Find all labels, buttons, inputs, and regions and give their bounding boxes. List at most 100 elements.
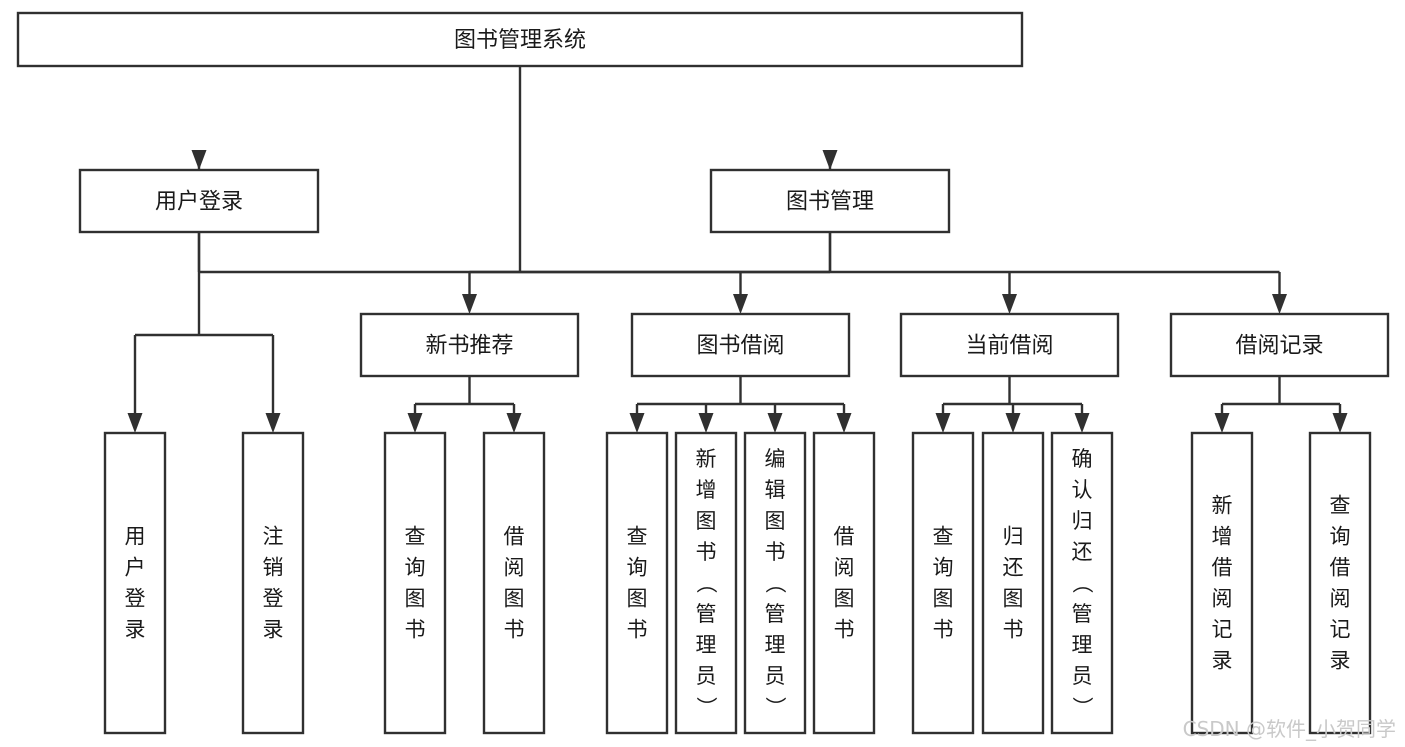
svg-text:新: 新 xyxy=(696,447,717,471)
svg-text:查: 查 xyxy=(405,525,426,549)
node-box-leaf-8[interactable] xyxy=(812,431,876,735)
node-box-records[interactable] xyxy=(1169,312,1390,378)
node-box-login[interactable] xyxy=(78,168,320,234)
node-bookmgmt[interactable]: 图书管理 xyxy=(709,168,951,234)
node-label-borrow: 图书借阅 xyxy=(696,334,784,359)
node-box-leaf-7[interactable] xyxy=(743,431,807,735)
svg-text:查: 查 xyxy=(933,525,954,549)
connector-bus-bookmgmt xyxy=(462,232,1287,314)
node-box-root[interactable] xyxy=(16,11,1024,68)
node-borrow[interactable]: 图书借阅 xyxy=(630,312,851,378)
csdn-watermark: CSDN @软件_小贺同学 xyxy=(1183,717,1396,741)
svg-text:图: 图 xyxy=(504,587,525,611)
arrow-head-icon xyxy=(462,294,477,314)
svg-text:增: 增 xyxy=(696,478,717,502)
node-root[interactable]: 图书管理系统 xyxy=(16,11,1024,68)
arrow-head-icon xyxy=(629,413,645,433)
node-box-leaf-4[interactable] xyxy=(482,431,546,735)
svg-text:查: 查 xyxy=(1330,494,1351,518)
arrow-head-icon xyxy=(767,413,783,433)
svg-text:（: （ xyxy=(694,573,718,594)
node-box-newbook[interactable] xyxy=(359,312,580,378)
svg-text:辑: 辑 xyxy=(765,478,786,502)
connector-layer xyxy=(127,66,1348,433)
connector-bus-current xyxy=(935,376,1090,433)
svg-text:（: （ xyxy=(763,573,787,594)
svg-text:新: 新 xyxy=(1212,494,1233,518)
node-box-bookmgmt[interactable] xyxy=(709,168,951,234)
svg-text:录: 录 xyxy=(1330,649,1351,673)
svg-text:登: 登 xyxy=(125,587,146,611)
svg-text:认: 认 xyxy=(1072,478,1093,502)
node-box-borrow[interactable] xyxy=(630,312,851,378)
node-box-leaf-2[interactable] xyxy=(241,431,305,735)
node-box-leaf-9[interactable] xyxy=(911,431,975,735)
svg-text:还: 还 xyxy=(1072,540,1093,564)
svg-text:记: 记 xyxy=(1330,618,1351,642)
node-box-leaf-11[interactable] xyxy=(1050,431,1114,735)
arrow-head-icon xyxy=(1005,413,1021,433)
svg-text:录: 录 xyxy=(1212,649,1233,673)
svg-text:员: 员 xyxy=(696,664,717,688)
connector-bus-login xyxy=(127,232,281,433)
svg-text:图: 图 xyxy=(405,587,426,611)
node-label-current: 当前借阅 xyxy=(965,334,1053,359)
svg-text:用: 用 xyxy=(125,525,146,549)
node-box-leaf-12[interactable] xyxy=(1190,431,1254,735)
node-box-leaf-13[interactable] xyxy=(1308,431,1372,735)
node-label-newbook: 新书推荐 xyxy=(425,334,513,359)
arrow-head-icon xyxy=(265,413,281,433)
svg-text:理: 理 xyxy=(696,633,717,657)
node-box-current[interactable] xyxy=(899,312,1120,378)
node-box-leaf-6[interactable] xyxy=(674,431,738,735)
arrow-head-icon xyxy=(1214,413,1230,433)
node-current[interactable]: 当前借阅 xyxy=(899,312,1120,378)
node-box-leaf-5[interactable] xyxy=(605,431,669,735)
node-box-leaf-1[interactable] xyxy=(103,431,167,735)
node-login[interactable]: 用户登录 xyxy=(78,168,320,234)
svg-text:理: 理 xyxy=(765,633,786,657)
svg-text:书: 书 xyxy=(933,618,954,642)
svg-text:书: 书 xyxy=(834,618,855,642)
svg-text:询: 询 xyxy=(933,556,954,580)
svg-text:借: 借 xyxy=(504,525,525,549)
svg-text:阅: 阅 xyxy=(834,556,855,580)
svg-text:员: 员 xyxy=(765,664,786,688)
node-box-leaf-3[interactable] xyxy=(383,431,447,735)
svg-text:阅: 阅 xyxy=(1212,587,1233,611)
node-records[interactable]: 借阅记录 xyxy=(1169,312,1390,378)
svg-text:查: 查 xyxy=(627,525,648,549)
svg-text:（: （ xyxy=(1070,573,1094,594)
svg-text:还: 还 xyxy=(1003,556,1024,580)
arrow-head-icon xyxy=(733,294,748,314)
node-box-leaf-10[interactable] xyxy=(981,431,1045,735)
svg-text:录: 录 xyxy=(125,618,146,642)
svg-text:借: 借 xyxy=(834,525,855,549)
node-leaf-1[interactable]: 用户登录 xyxy=(103,431,167,735)
svg-text:确: 确 xyxy=(1072,447,1093,471)
node-newbook[interactable]: 新书推荐 xyxy=(359,312,580,378)
svg-text:户: 户 xyxy=(125,556,146,580)
connector-bus-borrow xyxy=(629,376,852,433)
arrow-head-icon xyxy=(1002,294,1017,314)
